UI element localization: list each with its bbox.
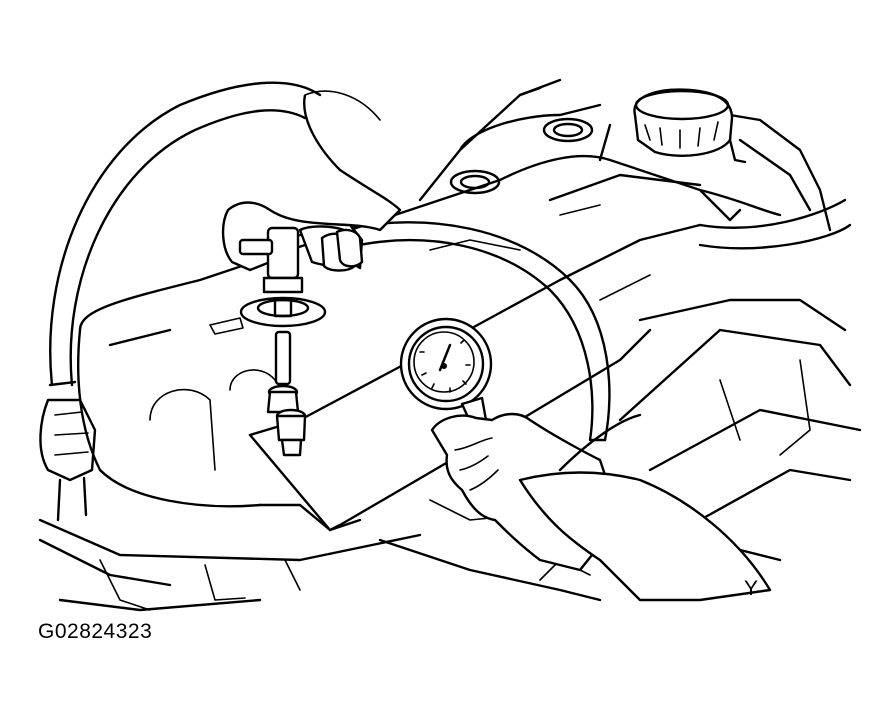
oil-filler-cap xyxy=(633,88,747,164)
lower-hand xyxy=(430,412,772,602)
spark-plug-holes xyxy=(449,117,594,195)
corner-mark: Y xyxy=(744,577,759,600)
upper-hand xyxy=(221,90,402,272)
intake-hose xyxy=(39,81,322,522)
compression-adapter xyxy=(238,226,327,457)
figure-code: G02824323 xyxy=(38,620,153,643)
compression-gauge xyxy=(399,317,493,428)
